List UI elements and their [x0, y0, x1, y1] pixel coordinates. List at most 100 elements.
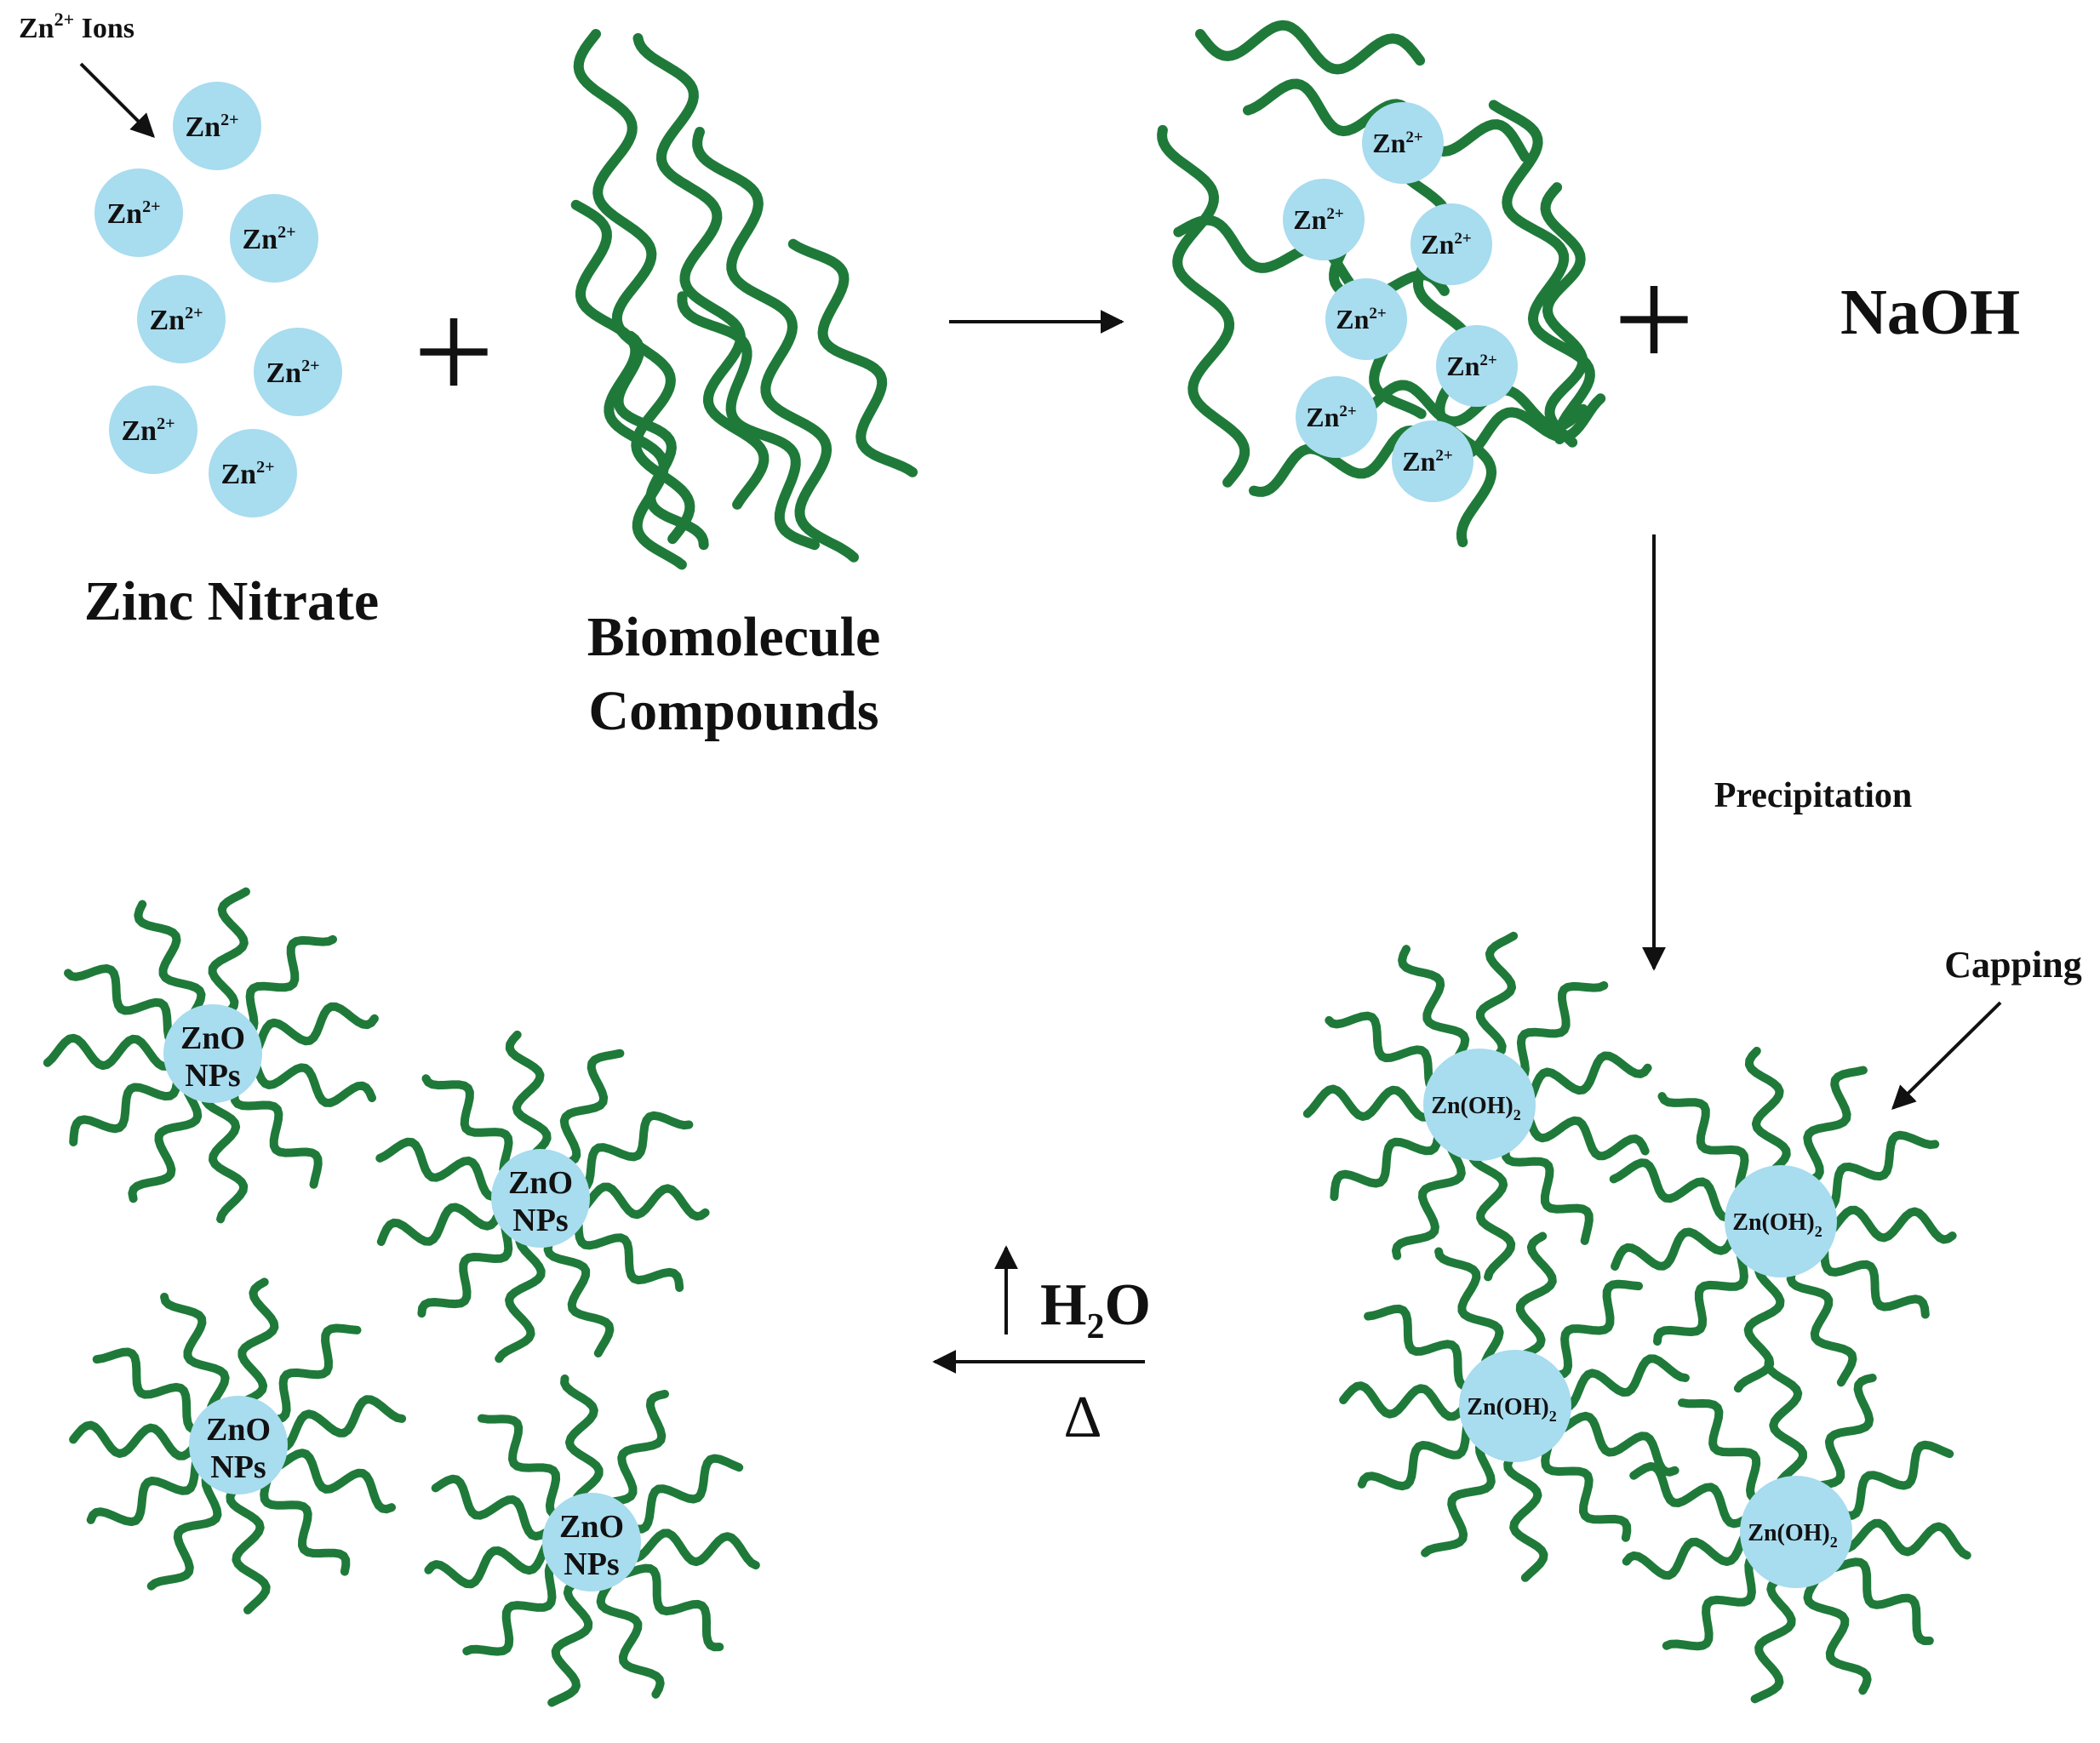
- zn-oh2-ligand-2-9: [1803, 1066, 1868, 1183]
- zinc-nitrate-title: Zinc Nitrate: [84, 570, 379, 632]
- zn-oh2-ligand-3-2: [1503, 1454, 1548, 1582]
- zno-ligand-3-4: [86, 1459, 200, 1527]
- zn-ion-c1: [1362, 102, 1444, 184]
- zn-ion-label-3: Zn2+: [243, 223, 296, 255]
- zno-ligand-1-4: [128, 1088, 203, 1203]
- zn-oh2-ligand-2-8: [1744, 1046, 1791, 1174]
- zn-oh2-ligand-1-6: [1302, 1084, 1431, 1122]
- zno-ligand-4-2: [547, 1580, 593, 1707]
- zno-label-line1-2: ZnO: [508, 1165, 573, 1201]
- zno-ligand-3-1: [260, 1477, 351, 1576]
- zn-oh2-core-4: [1740, 1476, 1852, 1588]
- zno-ligand-4-9: [632, 1454, 744, 1534]
- h2o-label: H2O: [1040, 1272, 1151, 1346]
- zn-oh2-ligand-2-10: [1828, 1130, 1940, 1210]
- zn-oh2-ligand-4-10: [1844, 1518, 1971, 1560]
- zn-oh2-core-1: [1423, 1049, 1536, 1161]
- zn-oh2-particle-3: Zn(OH)2: [1339, 1232, 1690, 1582]
- zn-ion-1: [173, 82, 261, 170]
- zno-ligand-1-5: [69, 1078, 181, 1146]
- zno-ligand-4-3: [462, 1561, 557, 1656]
- zno-ligand-3-6: [92, 1347, 197, 1434]
- zno-ligand-2-4: [417, 1224, 513, 1318]
- plus-sign-2: +: [1613, 239, 1695, 399]
- zn-oh2-ligand-2-7: [1657, 1092, 1749, 1192]
- zn-ion-c6: [1296, 376, 1377, 458]
- complex-strand-9: [1540, 182, 1588, 448]
- zn-ion-cluster: Zn2+Zn2+Zn2+Zn2+Zn2+Zn2+Zn2+: [94, 82, 342, 517]
- zn-oh2-core-2: [1725, 1165, 1837, 1277]
- zn-ion-label-c1: Zn2+: [1372, 128, 1422, 158]
- capped-zn-oh2-particles: Zn(OH)2Zn(OH)2Zn(OH)2Zn(OH)2: [1302, 931, 1971, 1704]
- zn-oh2-particle-4: Zn(OH)2: [1622, 1357, 1971, 1704]
- zn-oh2-ligand-3-10: [1565, 1354, 1690, 1411]
- zno-ligand-2-10: [582, 1111, 694, 1191]
- biomolecule-title-line1: Biomolecule: [587, 606, 881, 668]
- zno-ligand-4-7: [560, 1374, 604, 1502]
- complex-strand-5: [1488, 100, 1595, 444]
- zno-core-2: [491, 1149, 590, 1248]
- zno-ligand-2-9: [559, 1049, 625, 1167]
- zn-ion-label-2: Zn2+: [107, 197, 161, 230]
- zn-oh2-label-3: Zn(OH)2: [1467, 1394, 1556, 1425]
- zno-core-4: [542, 1493, 641, 1592]
- zno-ligand-2-5: [376, 1203, 502, 1246]
- zno-label-line2-3: NPs: [210, 1449, 266, 1485]
- zno-ligand-4-11: [621, 1563, 724, 1652]
- zno-ligand-1-7: [64, 964, 174, 1042]
- zno-ligand-1-8: [134, 900, 206, 1016]
- zn-oh2-ligand-1-7: [1325, 1011, 1434, 1089]
- zn-oh2-ligand-3-11: [1559, 1411, 1679, 1477]
- zn-oh2-ligand-2-5: [1611, 1227, 1736, 1271]
- zno-ligand-2-11: [581, 1182, 710, 1221]
- naoh-label: NaOH: [1840, 277, 2020, 348]
- zn-ions-callout-label: Zn2+ Ions: [19, 9, 134, 44]
- zno-label-line2-2: NPs: [512, 1203, 568, 1238]
- zn-oh2-ligand-4-7: [1764, 1357, 1807, 1485]
- biomolecule-strands: [570, 29, 918, 570]
- zn-ion-2: [94, 169, 183, 257]
- zn-oh2-ligand-4-11: [1831, 1557, 1934, 1645]
- zn-ion-label-c2: Zn2+: [1293, 204, 1343, 235]
- zn-oh2-ligand-1-4: [1392, 1146, 1466, 1260]
- zn-oh2-ligand-1-3: [1468, 1154, 1516, 1282]
- zn-ion-label-c5: Zn2+: [1446, 351, 1496, 381]
- zn-oh2-ligand-1-1: [1525, 1116, 1650, 1161]
- zn-oh2-ligand-4-4: [1622, 1534, 1748, 1580]
- zn-oh2-ligand-1-5: [1330, 1133, 1443, 1202]
- biomolecule-strand-4: [692, 127, 859, 563]
- zn-ion-c3: [1410, 203, 1492, 285]
- zno-ligand-1-9: [208, 887, 250, 1014]
- zno-core-3: [189, 1396, 288, 1494]
- zn-oh2-ligand-4-2: [1750, 1577, 1796, 1704]
- zn-oh2-ligand-1-11: [1527, 1051, 1652, 1100]
- zn-oh2-ligand-2-3: [1733, 1266, 1785, 1393]
- zn-oh2-ligand-1-9: [1475, 931, 1519, 1059]
- zn-ion-3: [230, 194, 318, 283]
- zno-ligand-2-2: [543, 1240, 615, 1357]
- biomolecule-strand-6: [613, 330, 709, 551]
- zn-ion-4: [137, 275, 226, 363]
- zn-oh2-ligand-4-6: [1678, 1398, 1761, 1503]
- plus-sign-1: +: [413, 271, 495, 431]
- zn-ion-c7: [1392, 420, 1473, 502]
- zno-ligand-4-5: [431, 1474, 551, 1541]
- complex-strand-8: [1356, 380, 1588, 432]
- zinc-nitrate-group: Zn2+ Ions Zn2+Zn2+Zn2+Zn2+Zn2+Zn2+Zn2+ Z…: [19, 9, 379, 632]
- zn-oh2-particle-2: Zn(OH)2: [1609, 1046, 1957, 1393]
- zno-label-line1-4: ZnO: [559, 1509, 624, 1545]
- biomolecule-group: Biomolecule Compounds: [570, 29, 918, 742]
- zno-ligand-3-9: [273, 1323, 362, 1424]
- zno-ligand-4-1: [596, 1580, 665, 1699]
- zn-oh2-label-2: Zn(OH)2: [1732, 1209, 1822, 1240]
- zno-label-line2-4: NPs: [564, 1546, 619, 1582]
- zn-oh2-ligand-3-6: [1364, 1304, 1469, 1391]
- zn-oh2-ligand-2-4: [1653, 1252, 1748, 1346]
- zn-oh2-ligand-4-9: [1843, 1440, 1954, 1520]
- zn-oh2-ligand-4-3: [1662, 1556, 1756, 1651]
- zn-ion-label-6: Zn2+: [122, 414, 175, 447]
- zn-ion-label-7: Zn2+: [221, 458, 275, 490]
